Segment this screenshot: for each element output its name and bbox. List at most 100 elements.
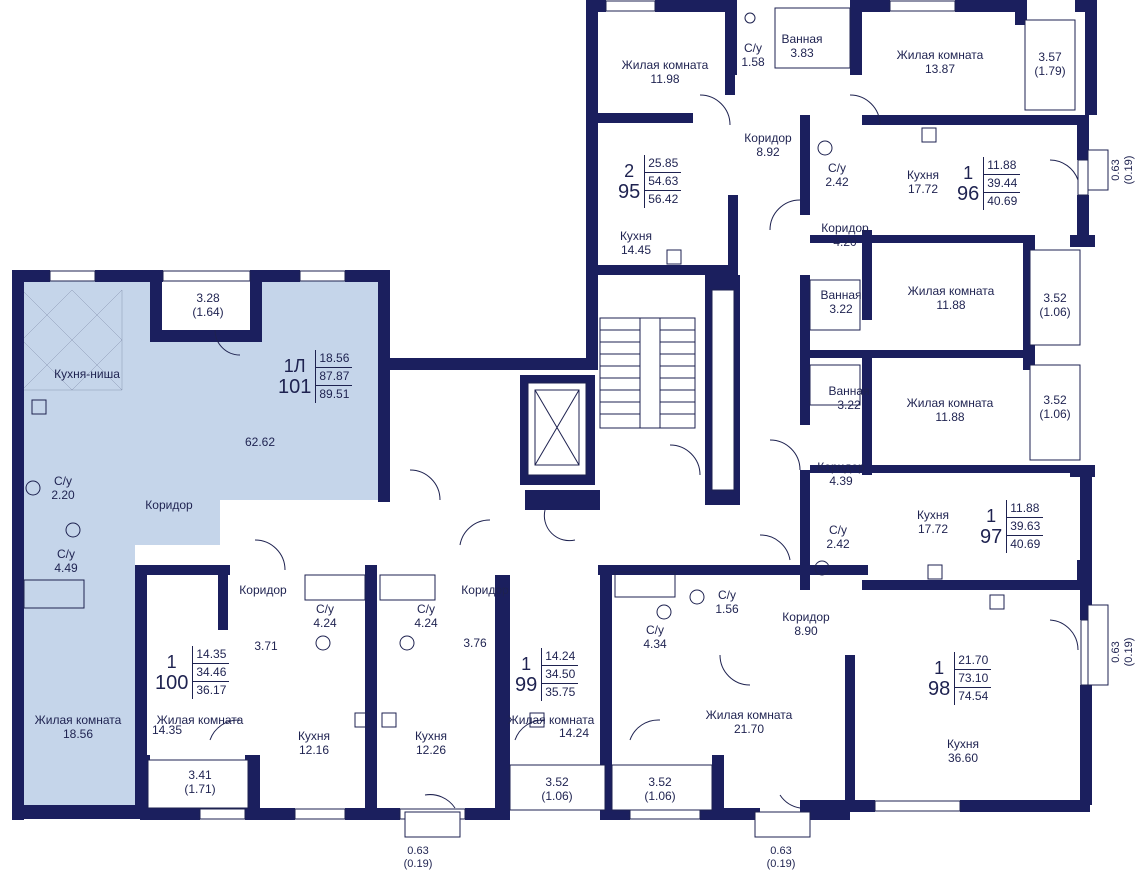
apartment-101-highlight[interactable]: [22, 280, 378, 805]
room-label: Кухня-ниша: [54, 367, 120, 381]
room-label: Коридор: [145, 498, 193, 512]
total-area: 34.46: [193, 664, 230, 682]
french-balcony-label: 0.63(0.19): [1110, 155, 1135, 185]
room-label: Коридор: [461, 583, 509, 597]
total-area-with-balcony: 89.51: [319, 387, 350, 401]
apartment-rooms: 1: [166, 651, 177, 672]
room-label: 62.62: [244, 435, 276, 449]
french-balcony-label: 0.63(0.19): [766, 845, 796, 870]
french-balcony-label: 0.63(0.19): [1110, 637, 1135, 667]
room-label: Жилая комната: [156, 713, 244, 727]
living-area: 14.35: [193, 646, 230, 664]
balcony-label: 3.52(1.06): [644, 775, 676, 803]
balcony-label: 3.52(1.06): [541, 775, 573, 803]
apartment-number: 96: [957, 182, 980, 205]
total-area-with-balcony: 36.17: [196, 683, 227, 697]
room-area: 14.24: [558, 726, 590, 740]
fixtures: [23, 7, 1005, 728]
apartment-rooms: 1: [521, 653, 532, 674]
room-area: 3.76: [463, 636, 487, 650]
apartment-number: 95: [618, 180, 641, 203]
balcony-label: 3.52(1.06): [1039, 393, 1071, 421]
total-area: 39.44: [984, 175, 1021, 193]
apartment-rooms: 1: [934, 657, 945, 678]
apartment-rooms: 2: [624, 160, 635, 181]
french-balcony-label: 0.63(0.19): [403, 845, 433, 870]
room-area: 3.71: [254, 639, 278, 653]
room-label: Жилая комната: [507, 713, 595, 727]
total-area-with-balcony: 56.42: [648, 192, 679, 206]
living-area: 25.85: [645, 155, 682, 173]
apartment-rooms: 1: [963, 162, 974, 183]
total-area: 73.10: [955, 670, 992, 688]
living-area: 21.70: [955, 652, 992, 670]
apartment-number: 101: [278, 375, 312, 398]
apartment-number: 100: [155, 671, 189, 694]
total-area-with-balcony: 35.75: [545, 685, 576, 699]
balcony-label: 3.28(1.64): [192, 291, 224, 319]
apartment-number: 97: [980, 525, 1003, 548]
balcony-label: 3.41(1.71): [184, 768, 216, 796]
apartment-rooms: 1Л: [283, 355, 306, 376]
total-area: 87.87: [316, 368, 353, 386]
total-area-with-balcony: 40.69: [1010, 537, 1041, 551]
living-area: 11.88: [984, 157, 1021, 175]
total-area: 34.50: [542, 666, 579, 684]
balcony-label: 3.57(1.79): [1034, 50, 1066, 78]
living-area: 14.24: [542, 648, 579, 666]
total-area: 39.63: [1007, 518, 1044, 536]
elevator-icon: [534, 389, 580, 466]
apartment-rooms: 1: [986, 505, 997, 526]
kitchen-niche-hatch: [21, 289, 123, 391]
doors: [209, 94, 1079, 809]
total-area-with-balcony: 40.69: [987, 194, 1018, 208]
total-area-with-balcony: 74.54: [958, 689, 989, 703]
room-label: Коридор: [239, 583, 287, 597]
room-area: 14.35: [151, 723, 183, 737]
balconies: [147, 19, 1109, 838]
living-area: 11.88: [1007, 500, 1044, 518]
apartment-number: 99: [515, 673, 538, 696]
living-area: 18.56: [316, 350, 353, 368]
apartment-number: 98: [928, 677, 951, 700]
total-area: 54.63: [645, 173, 682, 191]
staircase-icon: [599, 317, 696, 429]
